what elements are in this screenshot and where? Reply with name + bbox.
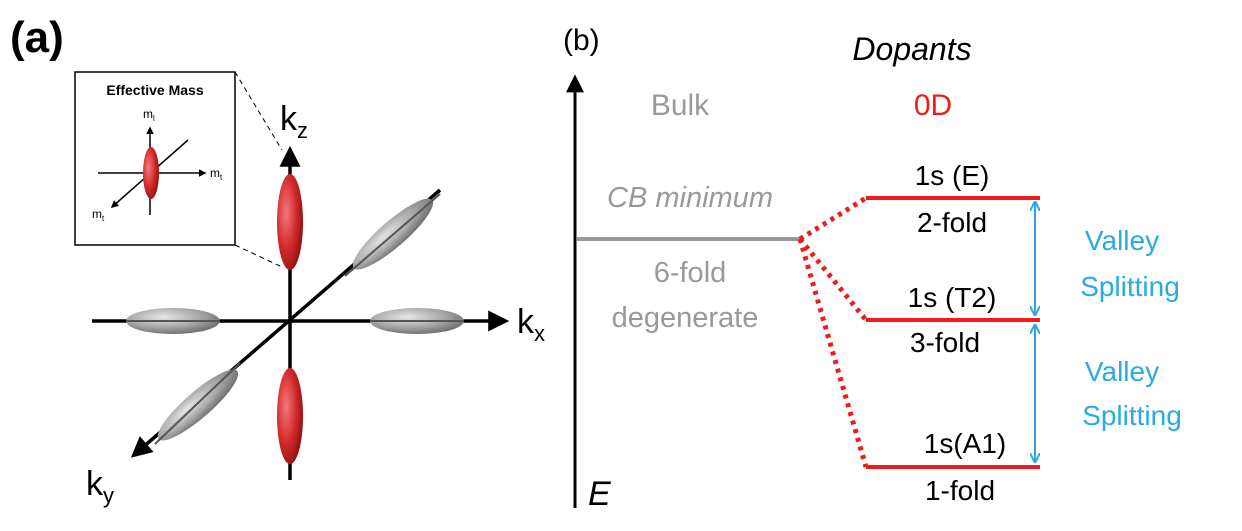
inset-connector-top [234, 71, 283, 151]
inset-mt-label: mt [210, 166, 223, 182]
valley-kz-minus [277, 368, 303, 464]
ky-label: ky [86, 465, 114, 508]
splitting-upper-line1: Valley [1085, 225, 1159, 256]
level-t2-state: 1s (T2) [908, 282, 997, 313]
cb-minimum-label: CB minimum [607, 182, 773, 214]
kx-label: kx [517, 303, 545, 346]
zero-d-label: 0D [914, 89, 952, 122]
ky-axis-through [344, 193, 441, 277]
level-a1-degeneracy: 1-fold [925, 475, 995, 506]
inset-connector-bottom [234, 244, 283, 268]
level-e-state: 1s (E) [915, 160, 990, 191]
level-e-degeneracy: 2-fold [917, 207, 987, 238]
level-t2-degeneracy: 3-fold [910, 327, 980, 358]
degenerate-label: degenerate [612, 302, 759, 334]
effective-mass-inset: Effective Mass ml mt mt [74, 71, 236, 246]
bulk-label: Bulk [651, 89, 710, 122]
inset-ml-label: ml [143, 107, 155, 123]
connector-t2 [798, 237, 868, 322]
inset-mt-diag-label: mt [92, 207, 105, 223]
kz-label: kz [280, 100, 308, 143]
level-connectors [797, 195, 869, 468]
dopants-heading: Dopants [852, 31, 971, 67]
valley-kz-plus [277, 174, 303, 270]
six-fold-label: 6-fold [654, 257, 727, 289]
inset-red-ellipsoid [143, 147, 159, 199]
energy-label: E [588, 475, 611, 513]
panel-a-label: (a) [10, 13, 64, 62]
splitting-lower-line2: Splitting [1082, 400, 1182, 431]
connector-a1 [797, 238, 869, 468]
splitting-lower-line1: Valley [1085, 356, 1159, 387]
panel-b-label: (b) [563, 24, 600, 57]
splitting-upper-line2: Splitting [1080, 271, 1180, 302]
inset-title: Effective Mass [106, 82, 203, 98]
ky-axis-through-lower [154, 362, 241, 445]
level-a1-state: 1s(A1) [924, 428, 1006, 459]
connector-e [798, 195, 868, 242]
